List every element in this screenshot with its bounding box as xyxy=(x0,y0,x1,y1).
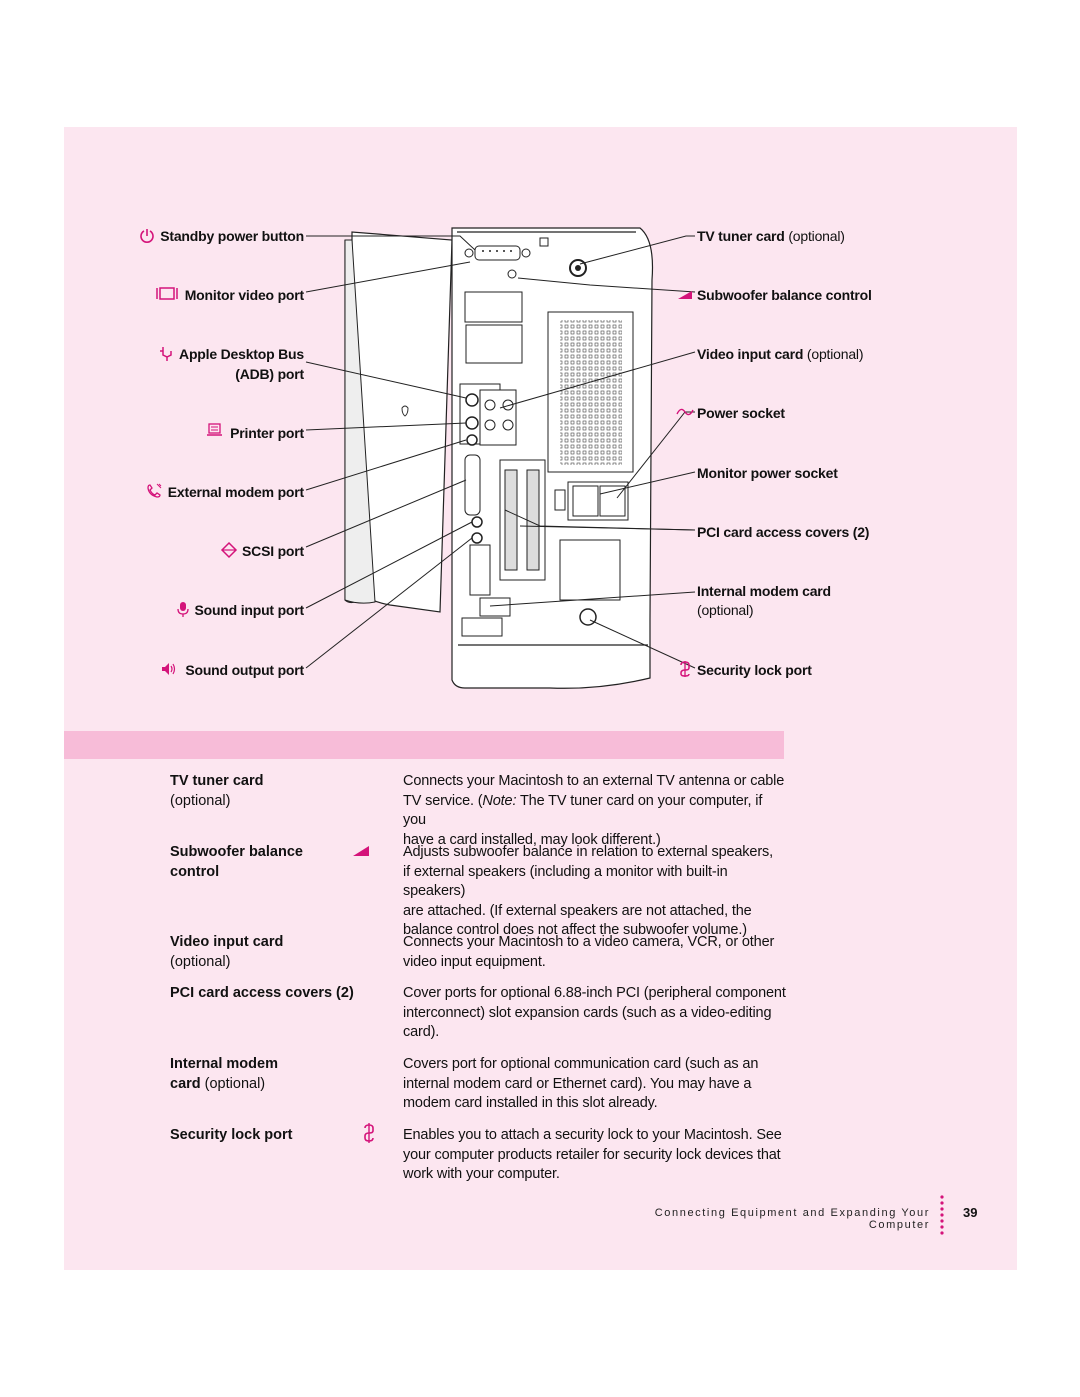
table-header-band xyxy=(64,731,784,759)
speaker-icon xyxy=(160,660,178,678)
table-row-security-desc: Enables you to attach a security lock to… xyxy=(403,1127,782,1182)
label-internal-modem-optional: (optional) xyxy=(697,602,754,618)
tilde-icon xyxy=(675,403,695,421)
phone-icon xyxy=(145,482,163,500)
label-monitor-video-port: Monitor video port xyxy=(184,287,304,303)
label-sound-output-port: Sound output port xyxy=(185,662,304,678)
table-row-internal-modem-label: Internal modem card (optional) xyxy=(170,1056,278,1092)
label-apple-desktop-bus: Apple Desktop Bus xyxy=(179,346,304,362)
running-footer: Connecting Equipment and Expanding Your … xyxy=(654,1207,930,1231)
lock-icon xyxy=(362,1122,376,1144)
microphone-icon xyxy=(174,600,192,618)
footer-dots xyxy=(940,1195,944,1235)
label-internal-modem-card: Internal modem card xyxy=(697,583,831,599)
table-row-subwoofer-desc: Adjusts subwoofer balance in relation to… xyxy=(403,844,773,938)
table-row-internal-modem-desc: Covers port for optional communication c… xyxy=(403,1056,759,1111)
label-standby-power-button: Standby power button xyxy=(160,228,304,244)
label-scsi-port: SCSI port xyxy=(242,543,304,559)
label-monitor-power-socket: Monitor power socket xyxy=(697,465,838,481)
table-row-video-input-desc: Connects your Macintosh to a video camer… xyxy=(403,934,775,970)
page-number: 39 xyxy=(963,1205,978,1220)
table-row-tv-tuner-desc: Connects your Macintosh to an external T… xyxy=(403,773,785,848)
label-power-socket: Power socket xyxy=(697,405,785,421)
label-pci-card-access-covers: PCI card access covers (2) xyxy=(697,524,870,540)
wedge-icon xyxy=(352,842,370,860)
label-video-input-card: Video input card (optional) xyxy=(697,346,864,362)
table-row-video-input-label: Video input card (optional) xyxy=(170,934,284,970)
label-subwoofer-balance-control: Subwoofer balance control xyxy=(697,287,872,303)
table-row-security-label: Security lock port xyxy=(170,1127,293,1143)
label-tv-tuner-card: TV tuner card (optional) xyxy=(697,228,845,244)
scsi-icon xyxy=(220,541,238,559)
table-row-subwoofer-label: Subwoofer balance control xyxy=(170,844,303,880)
label-printer-port: Printer port xyxy=(230,425,304,441)
table-row-pci-label: PCI card access covers (2) xyxy=(170,985,354,1001)
table-row-tv-tuner-label: TV tuner card (optional) xyxy=(170,773,264,809)
label-external-modem-port: External modem port xyxy=(167,484,304,500)
monitor-port-icon xyxy=(156,285,178,303)
label-adb-port: (ADB) port xyxy=(235,366,304,382)
label-sound-input-port: Sound input port xyxy=(194,602,304,618)
printer-icon xyxy=(206,422,224,440)
wedge-icon xyxy=(676,286,694,304)
table-row-pci-desc: Cover ports for optional 6.88-inch PCI (… xyxy=(403,985,786,1040)
label-security-lock-port: Security lock port xyxy=(697,662,812,678)
adb-icon xyxy=(158,345,176,363)
power-icon xyxy=(138,227,156,245)
lock-icon xyxy=(678,660,692,678)
